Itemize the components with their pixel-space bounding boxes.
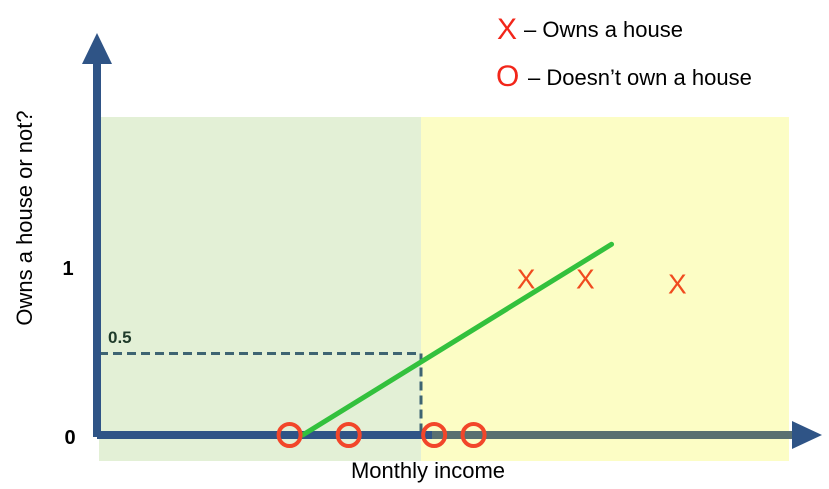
legend: X – Owns a house O – Doesn’t own a house <box>496 13 752 93</box>
class-region-1 <box>421 117 789 461</box>
circle-marker-4 <box>460 422 487 448</box>
circle-marker-3 <box>421 422 448 448</box>
y-tick-label-0: 0 <box>64 427 75 449</box>
x-axis-arrowhead <box>792 421 822 449</box>
circle-marker-2 <box>335 422 362 448</box>
fit-line-group <box>300 241 615 438</box>
circle-marker-1 <box>276 422 303 448</box>
threshold-guides <box>99 352 423 435</box>
x-marker-1: X <box>517 264 536 295</box>
threshold-label: 0.5 <box>108 328 132 347</box>
x-axis-title: Monthly income <box>351 458 505 483</box>
class-regions <box>99 117 789 461</box>
legend-mark-not-owns: O <box>496 60 519 93</box>
legend-label-not-owns: – Doesn’t own a house <box>528 65 752 90</box>
y-axis-title: Owns a house or not? <box>12 110 37 325</box>
legend-mark-owns: X <box>497 13 517 46</box>
x-marker-3: X <box>668 268 687 299</box>
axes <box>82 33 822 449</box>
class-region-0 <box>99 117 421 461</box>
y-tick-label-1: 1 <box>62 258 73 280</box>
legend-label-owns: – Owns a house <box>524 17 683 42</box>
x-marker-2: X <box>576 264 595 295</box>
y-axis-arrowhead <box>82 33 112 64</box>
fit-line <box>300 241 615 438</box>
